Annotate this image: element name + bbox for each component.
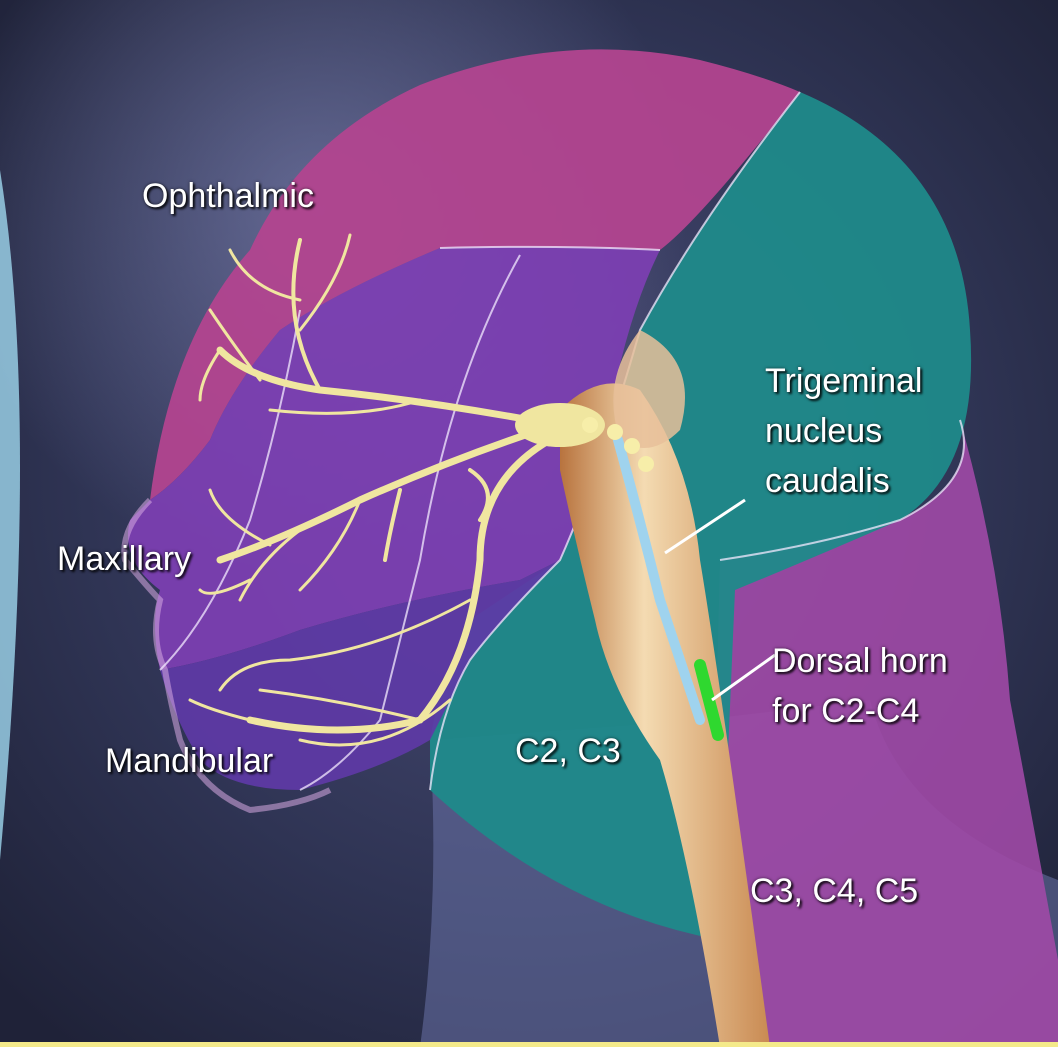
label-mandibular: Mandibular [105,740,273,782]
label-c2-c3: C2, C3 [515,730,621,772]
label-c3-c4-c5: C3, C4, C5 [750,870,918,912]
label-trigeminal-line2: nucleus [765,410,882,452]
bottom-bar [0,1042,1058,1047]
label-dorsal-horn-line2: for C2-C4 [772,690,919,732]
label-ophthalmic: Ophthalmic [142,175,314,217]
label-dorsal-horn-line1: Dorsal horn [772,640,948,682]
label-maxillary: Maxillary [57,538,191,580]
label-trigeminal-line3: caudalis [765,460,890,502]
label-trigeminal-line1: Trigeminal [765,360,922,402]
